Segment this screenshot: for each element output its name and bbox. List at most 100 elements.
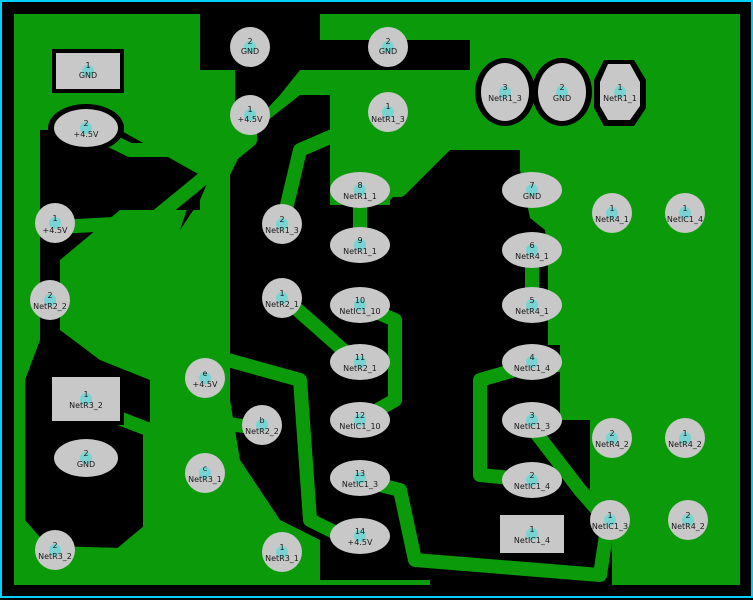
trace bbox=[43, 293, 279, 437]
pad-number: 1 bbox=[247, 105, 252, 114]
pad-p32[interactable]: c NetR3_1 bbox=[185, 453, 225, 493]
pad-net-label: +4.5V bbox=[193, 380, 218, 389]
pad-number: 4 bbox=[529, 353, 534, 362]
pad-net-label: +4.5V bbox=[238, 115, 263, 124]
pad-p2[interactable]: 2 +4.5V bbox=[48, 104, 124, 152]
pad-net-label: NetR3_1 bbox=[265, 554, 299, 563]
pad-p5[interactable]: 2 GND bbox=[368, 27, 408, 67]
pad-net-label: NetR4_1 bbox=[595, 215, 629, 224]
pad-number: 2 bbox=[52, 541, 57, 550]
pad-net-label: GND bbox=[241, 47, 259, 56]
pad-number: e bbox=[203, 369, 208, 378]
pad-p20[interactable]: 10 NetIC1_10 bbox=[330, 287, 390, 323]
pad-p8[interactable]: 2 GND bbox=[532, 58, 592, 126]
pad-net-label: NetIC1_4 bbox=[667, 215, 703, 224]
pad-p30[interactable]: 1 NetR4_2 bbox=[665, 418, 705, 458]
pad-net-label: NetIC1_3 bbox=[342, 480, 378, 489]
pad-number: 1 bbox=[609, 204, 614, 213]
pads: 1 GND 2 +4.5V 2 GND 1 +4.5V 2 GND bbox=[30, 27, 708, 572]
pad-p39[interactable]: 2 NetR3_2 bbox=[35, 530, 75, 570]
pad-p33[interactable]: 13 NetIC1_3 bbox=[330, 460, 390, 496]
pad-net-label: NetIC1_4 bbox=[514, 364, 550, 373]
pad-net-label: GND bbox=[79, 71, 97, 80]
pad-p15[interactable]: 1 NetR4_1 bbox=[592, 193, 632, 233]
pad-number: c bbox=[203, 464, 207, 473]
pad-p6[interactable]: 1 NetR1_3 bbox=[368, 92, 408, 132]
pad-p22[interactable]: 11 NetR2_1 bbox=[330, 344, 390, 380]
pad-net-label: NetR4_2 bbox=[671, 522, 705, 531]
pad-number: 12 bbox=[355, 411, 365, 420]
pad-p36[interactable]: 2 NetR4_2 bbox=[668, 500, 708, 540]
pad-p25[interactable]: 1 NetR3_2 bbox=[48, 373, 124, 425]
pad-p27[interactable]: 12 NetIC1_10 bbox=[330, 402, 390, 438]
pad-number: 2 bbox=[385, 37, 390, 46]
pad-number: 1 bbox=[52, 214, 57, 223]
pad-p37[interactable]: 1 NetIC1_4 bbox=[500, 515, 564, 553]
pad-p3[interactable]: 2 GND bbox=[230, 27, 270, 67]
pad-p35[interactable]: 1 NetIC1_3 bbox=[590, 500, 630, 540]
pad-p7[interactable]: 3 NetR1_3 bbox=[475, 58, 535, 126]
pad-p12[interactable]: 8 NetR1_1 bbox=[330, 172, 390, 208]
pad-number: 9 bbox=[357, 236, 362, 245]
pad-number: 2 bbox=[685, 511, 690, 520]
pad-number: 1 bbox=[279, 543, 284, 552]
pad-p14[interactable]: 7 GND bbox=[502, 172, 562, 208]
pad-number: 1 bbox=[617, 83, 622, 92]
pad-number: 7 bbox=[529, 181, 534, 190]
pad-p26[interactable]: b NetR2_2 bbox=[242, 405, 282, 445]
pad-p29[interactable]: 2 NetR4_2 bbox=[592, 418, 632, 458]
pad-net-label: NetR3_1 bbox=[188, 475, 222, 484]
pad-net-label: NetR1_3 bbox=[371, 115, 405, 124]
pad-net-label: +4.5V bbox=[74, 130, 99, 139]
pad-net-label: NetR1_1 bbox=[603, 94, 637, 103]
pad-number: 2 bbox=[559, 83, 564, 92]
pad-p16[interactable]: 1 NetIC1_4 bbox=[665, 193, 705, 233]
pad-net-label: NetR3_2 bbox=[38, 552, 72, 561]
pad-number: 8 bbox=[357, 181, 362, 190]
pad-net-label: NetR1_3 bbox=[265, 226, 299, 235]
pad-number: 2 bbox=[83, 119, 88, 128]
pad-p34[interactable]: 2 NetIC1_4 bbox=[502, 462, 562, 498]
pad-net-label: NetR4_2 bbox=[595, 440, 629, 449]
pad-net-label: NetIC1_4 bbox=[514, 482, 550, 491]
pad-number: 3 bbox=[529, 411, 534, 420]
pad-p13[interactable]: 9 NetR1_1 bbox=[330, 227, 390, 263]
pad-net-label: NetR1_1 bbox=[343, 192, 377, 201]
pad-net-label: NetR2_1 bbox=[265, 300, 299, 309]
pad-number: 1 bbox=[682, 204, 687, 213]
pad-p40[interactable]: 1 NetR3_1 bbox=[262, 532, 302, 572]
pad-net-label: NetR3_2 bbox=[69, 401, 103, 410]
pad-net-label: NetR4_1 bbox=[515, 307, 549, 316]
pad-number: 2 bbox=[279, 215, 284, 224]
trace bbox=[275, 105, 395, 233]
pad-number: 1 bbox=[83, 390, 88, 399]
pad-number: 5 bbox=[529, 296, 534, 305]
pad-p28[interactable]: 3 NetIC1_3 bbox=[502, 402, 562, 438]
pad-number: 2 bbox=[247, 37, 252, 46]
pad-p9[interactable]: 1 NetR1_1 bbox=[594, 60, 646, 126]
pad-number: 2 bbox=[609, 429, 614, 438]
pad-p19[interactable]: 1 NetR2_1 bbox=[262, 278, 302, 318]
pad-p23[interactable]: 4 NetIC1_4 bbox=[502, 344, 562, 380]
pad-net-label: GND bbox=[379, 47, 397, 56]
pad-number: 10 bbox=[355, 296, 365, 305]
pad-p11[interactable]: 2 NetR1_3 bbox=[262, 204, 302, 244]
pad-net-label: GND bbox=[77, 460, 95, 469]
pad-p38[interactable]: 14 +4.5V bbox=[330, 518, 390, 554]
pad-p31[interactable]: 2 GND bbox=[48, 434, 124, 482]
pad-number: 2 bbox=[529, 471, 534, 480]
pad-p24[interactable]: e +4.5V bbox=[185, 358, 225, 398]
pad-number: 6 bbox=[529, 241, 534, 250]
pad-p10[interactable]: 1 +4.5V bbox=[35, 203, 75, 243]
pad-p18[interactable]: 2 NetR2_2 bbox=[30, 280, 70, 320]
pad-p4[interactable]: 1 +4.5V bbox=[230, 95, 270, 135]
pad-number: b bbox=[259, 416, 264, 425]
pad-number: 1 bbox=[279, 289, 284, 298]
pad-p17[interactable]: 6 NetR4_1 bbox=[502, 232, 562, 268]
trace bbox=[203, 111, 367, 552]
pad-p1[interactable]: 1 GND bbox=[52, 49, 124, 93]
pad-net-label: NetIC1_10 bbox=[339, 307, 380, 316]
pad-p21[interactable]: 5 NetR4_1 bbox=[502, 287, 562, 323]
pad-net-label: NetR2_1 bbox=[343, 364, 377, 373]
